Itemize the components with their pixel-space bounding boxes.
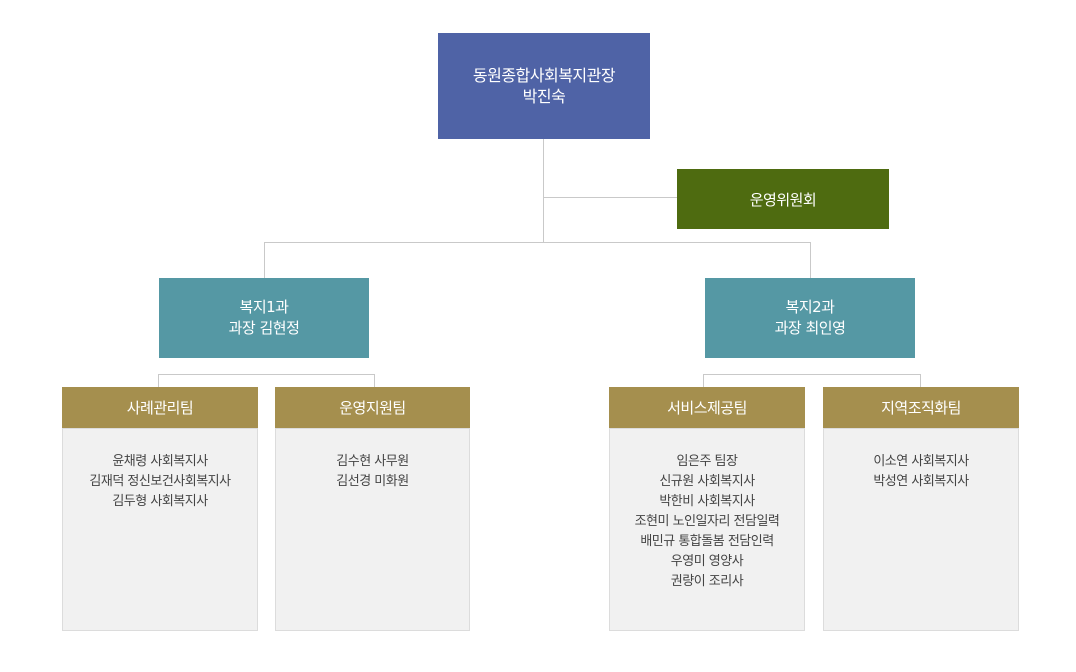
connector-team1-vertical <box>158 374 159 387</box>
connector-team4-vertical <box>920 374 921 387</box>
team-members-3: 임은주 팀장 신규원 사회복지사 박한비 사회복지사 조현미 노인일자리 전담일… <box>609 428 805 631</box>
department-head: 과장 최인영 <box>774 319 846 337</box>
team-members-1: 윤채령 사회복지사 김재덕 정신보건사회복지사 김두형 사회복지사 <box>62 428 258 631</box>
department-name: 복지2과 <box>785 298 835 316</box>
team-name: 운영지원팀 <box>339 399 406 417</box>
team-member: 김두형 사회복지사 <box>112 494 208 509</box>
connector-team2-vertical <box>374 374 375 387</box>
team-member: 조현미 노인일자리 전담일력 <box>634 514 780 529</box>
connector-dept1-teams <box>158 374 375 375</box>
team-member: 김재덕 정신보건사회복지사 <box>89 474 231 489</box>
director-box: 동원종합사회복지관장 박진숙 <box>438 33 650 139</box>
team-name: 사례관리팀 <box>126 399 194 417</box>
department-box-2: 복지2과 과장 최인영 <box>705 278 915 358</box>
team-member: 배민규 통합돌봄 전담인력 <box>640 534 774 549</box>
department-box-1: 복지1과 과장 김현정 <box>159 278 369 358</box>
team-name: 서비스제공팀 <box>667 399 747 417</box>
team-header-4: 지역조직화팀 <box>823 387 1019 428</box>
committee-box: 운영위원회 <box>677 169 889 229</box>
team-member: 우영미 영양사 <box>670 554 744 569</box>
team-header-2: 운영지원팀 <box>275 387 470 428</box>
connector-dept2-teams <box>703 374 921 375</box>
team-members-4: 이소연 사회복지사 박성연 사회복지사 <box>823 428 1019 631</box>
team-member: 권량이 조리사 <box>670 574 744 589</box>
team-header-3: 서비스제공팀 <box>609 387 805 428</box>
team-member: 박성연 사회복지사 <box>873 474 969 489</box>
team-member: 이소연 사회복지사 <box>873 454 969 469</box>
connector-dept2-vertical <box>810 242 811 278</box>
connector-dept1-vertical <box>264 242 265 278</box>
team-member: 신규원 사회복지사 <box>659 474 755 489</box>
team-members-2: 김수현 사무원 김선경 미화원 <box>275 428 470 631</box>
connector-committee <box>543 197 677 198</box>
connector-team3-vertical <box>703 374 704 387</box>
team-member: 윤채령 사회복지사 <box>112 454 208 469</box>
team-member: 임은주 팀장 <box>676 454 738 469</box>
team-header-1: 사례관리팀 <box>62 387 258 428</box>
connector-top-vertical <box>543 139 544 243</box>
director-title: 동원종합사회복지관장 <box>472 66 616 85</box>
team-member: 김선경 미화원 <box>336 474 409 489</box>
team-name: 지역조직화팀 <box>881 399 961 417</box>
committee-label: 운영위원회 <box>749 190 817 209</box>
department-name: 복지1과 <box>239 298 289 316</box>
department-head: 과장 김현정 <box>228 319 300 337</box>
team-member: 김수현 사무원 <box>336 454 409 469</box>
team-member: 박한비 사회복지사 <box>659 494 755 509</box>
connector-dept-horizontal <box>264 242 811 243</box>
director-name: 박진숙 <box>522 87 566 106</box>
